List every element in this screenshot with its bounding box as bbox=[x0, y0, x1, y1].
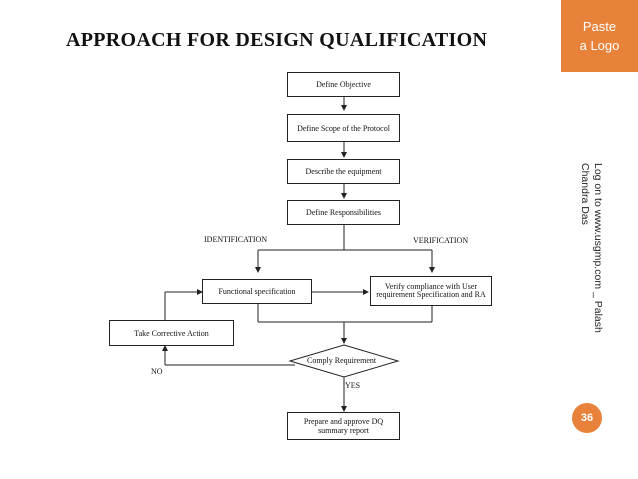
logo-line-1: Paste bbox=[582, 19, 617, 34]
comply-requirement-label: Comply Requirement bbox=[307, 356, 377, 365]
define-scope-box: Define Scope of the Protocol bbox=[287, 114, 400, 142]
define-responsibilities-box: Define Responsibilities bbox=[287, 200, 400, 225]
page-number-badge: 36 bbox=[572, 403, 602, 433]
verification-label: VERIFICATION bbox=[413, 236, 469, 245]
slide-title: APPROACH FOR DESIGN QUALIFICATION bbox=[66, 29, 488, 51]
yes-label: YES bbox=[345, 381, 361, 390]
comply-decision-diamond bbox=[288, 344, 400, 378]
no-label: NO bbox=[151, 367, 163, 376]
verify-compliance-box: Verify compliance with User requirement … bbox=[370, 276, 492, 306]
prepare-report-box: Prepare and approve DQ summary report bbox=[287, 412, 400, 440]
corrective-action-box: Take Corrective Action bbox=[109, 320, 234, 346]
logo-line-2: a Logo bbox=[579, 38, 620, 53]
describe-equipment-box: Describe the equipment bbox=[287, 159, 400, 184]
functional-specification-box: Functional specification bbox=[202, 279, 312, 304]
identification-label: IDENTIFICATION bbox=[204, 235, 268, 244]
logo-placeholder[interactable]: Paste a Logo bbox=[561, 0, 638, 72]
define-objective-box: Define Objective bbox=[287, 72, 400, 97]
